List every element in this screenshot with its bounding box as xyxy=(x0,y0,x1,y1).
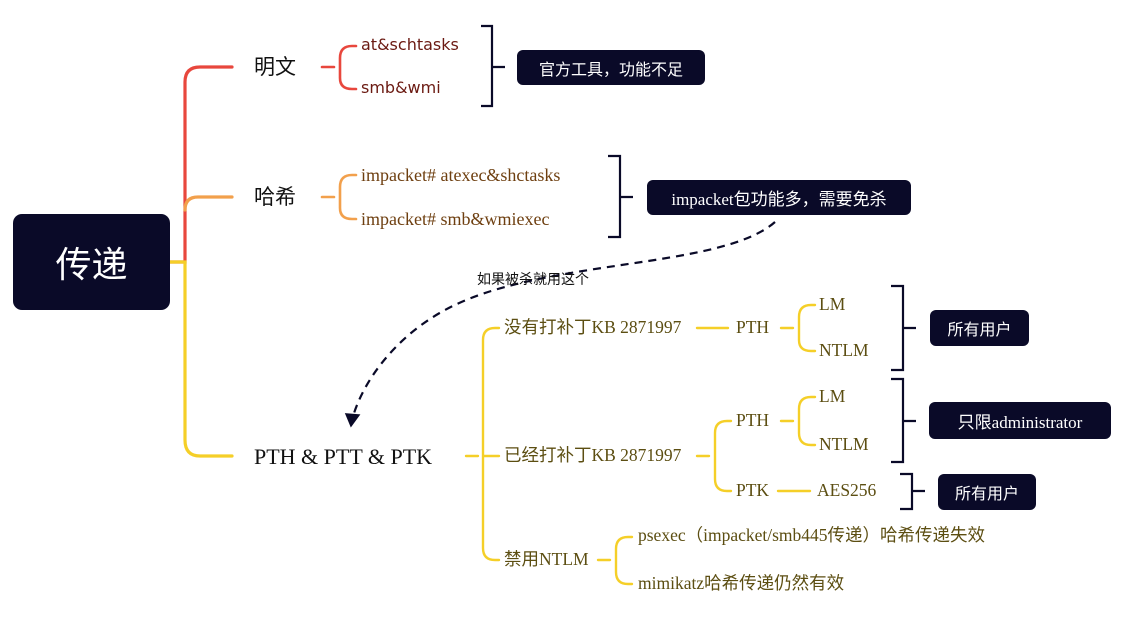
patched-leaf-aes256[interactable]: AES256 xyxy=(817,480,877,500)
relation-arrowhead xyxy=(344,413,361,428)
root-node[interactable]: 传递 xyxy=(13,214,170,310)
note-plaintext-text: 官方工具，功能不足 xyxy=(538,59,683,79)
note-unpatched-text: 所有用户 xyxy=(947,320,1012,339)
patched-leaf-ntlm[interactable]: NTLM xyxy=(819,434,869,454)
bracket-plaintext xyxy=(481,24,505,108)
unpatched-leaf-ntlm[interactable]: NTLM xyxy=(819,340,869,360)
bracket-unpatched xyxy=(891,284,916,372)
patched-ptk-node[interactable]: PTK xyxy=(736,480,770,500)
connector-root-hash xyxy=(183,195,234,212)
connector-hash-items xyxy=(320,173,358,221)
branch-hash[interactable]: 哈希 xyxy=(254,185,296,209)
hash-item-1[interactable]: impacket# atexec&shctasks xyxy=(361,165,561,185)
patched-pth-node[interactable]: PTH xyxy=(736,410,770,430)
patched-node[interactable]: 已经打补丁KB 2871997 xyxy=(504,445,682,465)
note-hash-text: impacket包功能多，需要免杀 xyxy=(671,190,887,209)
note-plaintext[interactable]: 官方工具，功能不足 xyxy=(517,50,705,85)
plaintext-item-2[interactable]: smb&wmi xyxy=(361,78,441,97)
hash-item-2[interactable]: impacket# smb&wmiexec xyxy=(361,209,550,229)
bracket-patched-pth xyxy=(891,377,916,464)
bracket-ptk xyxy=(900,472,925,511)
branch-pth[interactable]: PTH & PTT & PTK xyxy=(254,444,433,469)
unpatched-pth-node[interactable]: PTH xyxy=(736,317,770,337)
patched-leaf-lm[interactable]: LM xyxy=(819,386,846,406)
note-patched-pth[interactable]: 只限administrator xyxy=(929,402,1111,439)
connector-disabled-items xyxy=(596,535,634,586)
connector-root-pth xyxy=(168,260,234,458)
connector-pth-children xyxy=(464,326,501,562)
disabled-ntlm-node[interactable]: 禁用NTLM xyxy=(504,549,589,569)
unpatched-node[interactable]: 没有打补丁KB 2871997 xyxy=(504,317,682,337)
note-patched-pth-text: 只限administrator xyxy=(957,413,1083,432)
root-label: 传递 xyxy=(55,245,128,286)
branch-plaintext[interactable]: 明文 xyxy=(254,55,296,79)
note-hash[interactable]: impacket包功能多，需要免杀 xyxy=(647,180,911,215)
connector-patched-pth-leaves xyxy=(779,395,817,447)
relation-arrow-if-killed xyxy=(350,221,776,421)
connector-root-plaintext xyxy=(168,65,234,264)
note-ptk[interactable]: 所有用户 xyxy=(938,474,1036,510)
unpatched-leaf-lm[interactable]: LM xyxy=(819,294,846,314)
note-ptk-text: 所有用户 xyxy=(954,484,1019,503)
relation-label: 如果被杀就用这个 xyxy=(477,272,589,288)
bracket-hash xyxy=(608,154,633,239)
connector-unpatched-leaves xyxy=(779,303,817,353)
connector-plaintext-items xyxy=(320,44,358,91)
disabled-item-mimikatz[interactable]: mimikatz哈希传递仍然有效 xyxy=(638,573,845,593)
plaintext-item-1[interactable]: at&schtasks xyxy=(361,35,459,54)
disabled-item-psexec[interactable]: psexec（impacket/smb445传递）哈希传递失效 xyxy=(638,525,986,545)
connector-patched-children xyxy=(695,419,733,493)
note-unpatched[interactable]: 所有用户 xyxy=(930,310,1029,346)
